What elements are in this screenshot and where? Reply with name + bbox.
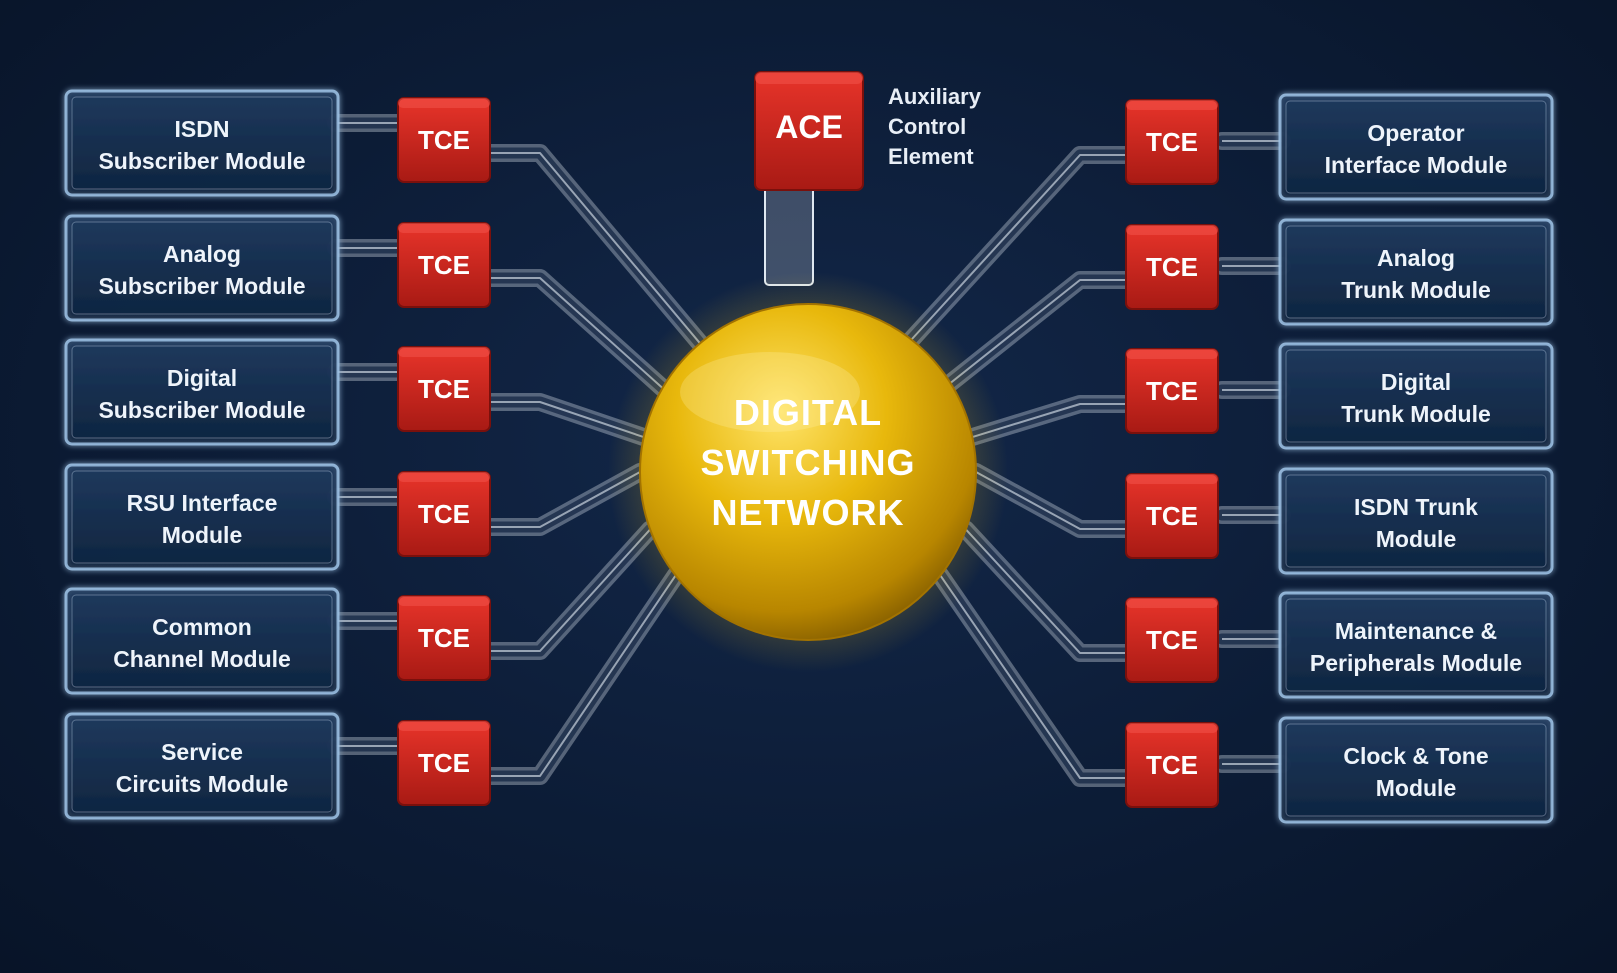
left-module-5-label-line-2: Channel Module (113, 646, 291, 672)
left-tce-4-label: TCE (418, 499, 470, 529)
right-hub-link-2 (941, 271, 1137, 392)
ace-description-line-3: Element (888, 144, 974, 169)
right-module-5-label-line-2: Peripherals Module (1310, 650, 1522, 676)
left-hub-link-6 (479, 566, 685, 785)
tce-column: TCE TCE TCE TCE TCE TCE TCE TCE TCE TCE TCE TCE (397, 97, 1219, 808)
left-module-6-label-line-2: Circuits Module (116, 771, 289, 797)
left-module-1-label-line-2: Subscriber Module (98, 148, 305, 174)
ace-description-line-1: Auxiliary (888, 84, 982, 109)
left-hub-link-4 (479, 463, 649, 536)
right-tce-5: TCE (1125, 597, 1219, 683)
connector-pipes (327, 114, 1291, 787)
right-module-1-label-line-1: Operator (1367, 120, 1464, 146)
left-tce-6: TCE (397, 720, 491, 806)
left-tce-5: TCE (397, 595, 491, 681)
left-module-1: ISDN Subscriber Module (64, 89, 340, 197)
left-module-1-label-line-1: ISDN (175, 116, 230, 142)
right-tce-2: TCE (1125, 224, 1219, 310)
right-hub-link-4 (967, 463, 1137, 538)
right-module-4-label-line-2: Module (1376, 526, 1457, 552)
right-hub-link-3 (963, 395, 1137, 447)
left-hub-link-2 (479, 269, 672, 397)
hub-label-line-3: NETWORK (712, 492, 905, 533)
left-module-3-label-line-2: Subscriber Module (98, 397, 305, 423)
left-module-2-label-line-1: Analog (163, 241, 241, 267)
left-module-4-label-line-2: Module (162, 522, 243, 548)
right-hub-link-5 (956, 520, 1137, 662)
right-tce-6-label: TCE (1146, 750, 1198, 780)
left-tce-4: TCE (397, 471, 491, 557)
left-module-5-label-line-1: Common (152, 614, 252, 640)
right-module-4-label-line-1: ISDN Trunk (1354, 494, 1478, 520)
hub-label-line-2: SWITCHING (701, 442, 916, 483)
left-tce-5-label: TCE (418, 623, 470, 653)
left-tce-3: TCE (397, 346, 491, 432)
digital-switching-network-hub: DIGITAL SWITCHING NETWORK (608, 272, 1008, 672)
left-tce-2-label: TCE (418, 250, 470, 280)
right-module-3-label-line-1: Digital (1381, 369, 1451, 395)
ace-label: ACE (775, 109, 843, 145)
right-tce-6: TCE (1125, 722, 1219, 808)
right-tce-1: TCE (1125, 99, 1219, 185)
left-module-2-label-line-2: Subscriber Module (98, 273, 305, 299)
left-tce-1-label: TCE (418, 125, 470, 155)
left-module-3-label-line-1: Digital (167, 365, 237, 391)
left-module-6-label-line-1: Service (161, 739, 243, 765)
left-tce-2: TCE (397, 222, 491, 308)
left-tce-1: TCE (397, 97, 491, 183)
right-module-5-label-line-1: Maintenance & (1335, 618, 1497, 644)
right-tce-3: TCE (1125, 348, 1219, 434)
left-hub-link-5 (479, 520, 660, 660)
right-hub-link-1 (902, 146, 1137, 349)
right-tce-3-label: TCE (1146, 376, 1198, 406)
right-tce-5-label: TCE (1146, 625, 1198, 655)
right-module-3-label-line-2: Trunk Module (1341, 401, 1491, 427)
right-tce-1-label: TCE (1146, 127, 1198, 157)
left-hub-link-1 (479, 144, 710, 353)
left-tce-6-label: TCE (418, 748, 470, 778)
left-tce-3-label: TCE (418, 374, 470, 404)
right-module-2-label-line-1: Analog (1377, 245, 1455, 271)
ace-block: ACE Auxiliary Control Element (754, 71, 982, 286)
left-module-4-label-line-1: RSU Interface (127, 490, 278, 516)
right-module-1-label-line-2: Interface Module (1325, 152, 1508, 178)
right-module-6-label-line-2: Module (1376, 775, 1457, 801)
right-hub-link-6 (931, 566, 1137, 787)
left-hub-link-3 (479, 393, 653, 447)
right-module-5: Maintenance & Peripherals Module (1278, 591, 1554, 699)
right-tce-4: TCE (1125, 473, 1219, 559)
right-module-6-label-line-1: Clock & Tone (1343, 743, 1488, 769)
ace-description-line-2: Control (888, 114, 966, 139)
right-tce-4-label: TCE (1146, 501, 1198, 531)
right-module-2-label-line-2: Trunk Module (1341, 277, 1491, 303)
right-tce-2-label: TCE (1146, 252, 1198, 282)
hub-label-line-1: DIGITAL (734, 392, 882, 433)
